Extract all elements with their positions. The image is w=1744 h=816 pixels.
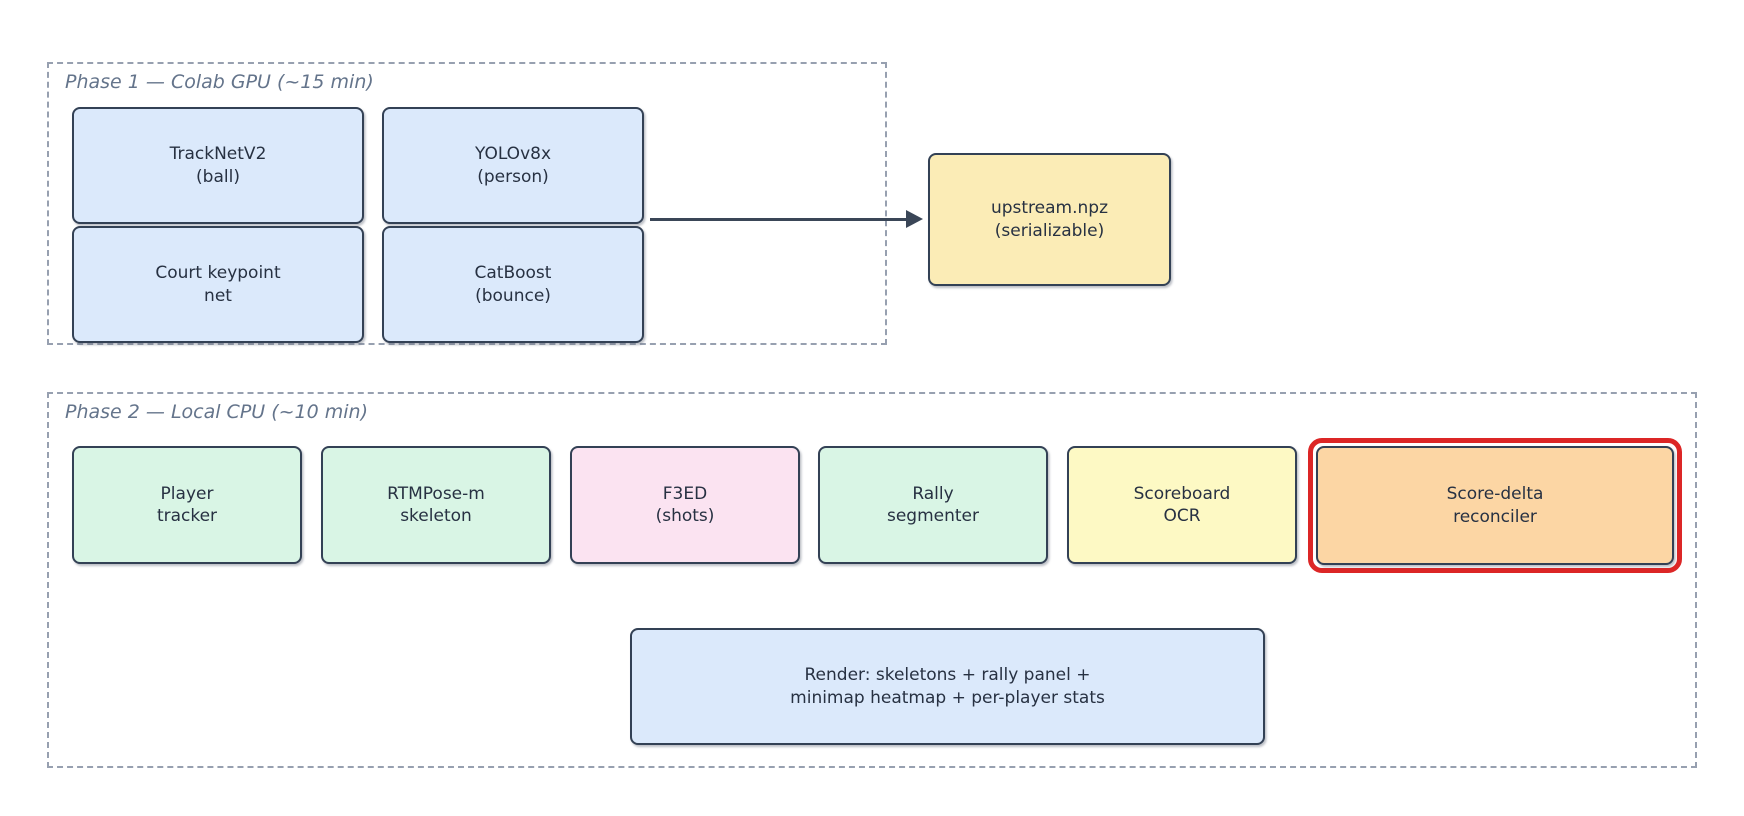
node-sublabel: tracker — [156, 506, 218, 526]
node-sublabel: (ball) — [196, 166, 240, 187]
node-label: F3ED — [662, 483, 708, 504]
score-delta-highlight-ring: Score-delta reconciler — [1308, 438, 1682, 573]
node-label: Rally — [912, 483, 954, 504]
node-label: upstream.npz — [990, 198, 1109, 219]
node-sublabel: minimap heatmap + per-player stats — [790, 687, 1105, 708]
node-sublabel: OCR — [1163, 506, 1201, 526]
node-tracknetv2-ball: TrackNetV2 (ball) — [72, 107, 364, 224]
node-label: YOLOv8x — [474, 144, 552, 165]
node-label: Court keypoint — [155, 263, 281, 284]
node-rtmpose-m-skeleton: RTMPose-m skeleton — [321, 446, 551, 564]
node-sublabel: (serializable) — [994, 220, 1105, 241]
node-label: Score-delta — [1446, 484, 1544, 505]
node-label: Scoreboard — [1133, 483, 1231, 504]
node-label: TrackNetV2 — [169, 144, 267, 165]
node-sublabel: (person) — [477, 166, 549, 187]
node-label: Player — [160, 483, 214, 504]
node-sublabel: (shots) — [655, 506, 715, 526]
node-scoreboard-ocr: Scoreboard OCR — [1067, 446, 1297, 564]
node-catboost-bounce: CatBoost (bounce) — [382, 226, 644, 343]
node-rally-segmenter: Rally segmenter — [818, 446, 1048, 564]
node-render-output: Render: skeletons + rally panel + minima… — [630, 628, 1265, 745]
node-player-tracker: Player tracker — [72, 446, 302, 564]
phase2-group: Phase 2 — Local CPU (~10 min) Player tra… — [47, 392, 1697, 768]
node-score-delta-reconciler: Score-delta reconciler — [1316, 446, 1674, 565]
node-f3ed-shots: F3ED (shots) — [570, 446, 800, 564]
flow-arrow-line — [650, 218, 907, 221]
flow-arrow-head-icon — [906, 210, 923, 228]
node-sublabel: net — [204, 285, 232, 306]
node-sublabel: reconciler — [1453, 506, 1537, 527]
node-sublabel: (bounce) — [475, 285, 551, 306]
phase2-title: Phase 2 — Local CPU (~10 min) — [65, 401, 369, 423]
node-label: CatBoost — [474, 263, 552, 284]
node-upstream-npz: upstream.npz (serializable) — [928, 153, 1171, 286]
node-label: RTMPose-m — [387, 483, 485, 504]
node-sublabel: skeleton — [400, 506, 472, 526]
node-yolov8x-person: YOLOv8x (person) — [382, 107, 644, 224]
phase1-group: Phase 1 — Colab GPU (~15 min) TrackNetV2… — [47, 62, 887, 345]
phase1-title: Phase 1 — Colab GPU (~15 min) — [65, 71, 374, 93]
node-sublabel: segmenter — [886, 506, 979, 526]
node-label: Render: skeletons + rally panel + — [804, 665, 1091, 686]
node-court-keypoint-net: Court keypoint net — [72, 226, 364, 343]
